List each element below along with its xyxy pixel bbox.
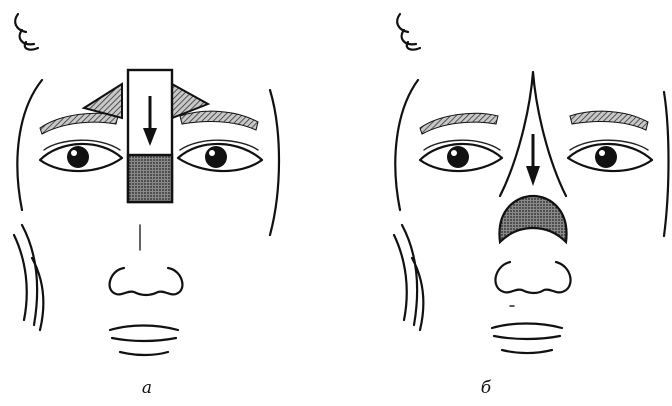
face-contour-left [395, 80, 418, 210]
eye-right [178, 140, 262, 171]
panel-caption-a: а [127, 378, 167, 398]
cheek-lines [14, 225, 43, 330]
panel-caption-b: б [466, 378, 506, 398]
face-contour-right [270, 90, 279, 235]
flap-hatched-part [499, 196, 566, 242]
eyebrow-right [570, 111, 648, 130]
eyebrow-left [40, 113, 118, 134]
nose [495, 262, 570, 293]
panel-a-face-drawing [14, 14, 279, 355]
panel-b-face-drawing [394, 14, 669, 353]
nose [110, 268, 183, 295]
flap-hatched-part [128, 155, 172, 202]
eye-left [40, 140, 122, 171]
cheek-lines [394, 225, 423, 330]
eye-right [568, 140, 652, 171]
lips [110, 326, 178, 356]
hair-curl [397, 14, 420, 50]
eye-left [420, 140, 502, 171]
eyebrow-right [180, 111, 258, 130]
hair-curl [15, 14, 38, 50]
arrow-down-icon [526, 134, 540, 186]
face-contour-left [17, 80, 42, 210]
face-contour-right [664, 92, 669, 236]
lips [492, 324, 562, 354]
eyebrow-left [420, 113, 498, 134]
